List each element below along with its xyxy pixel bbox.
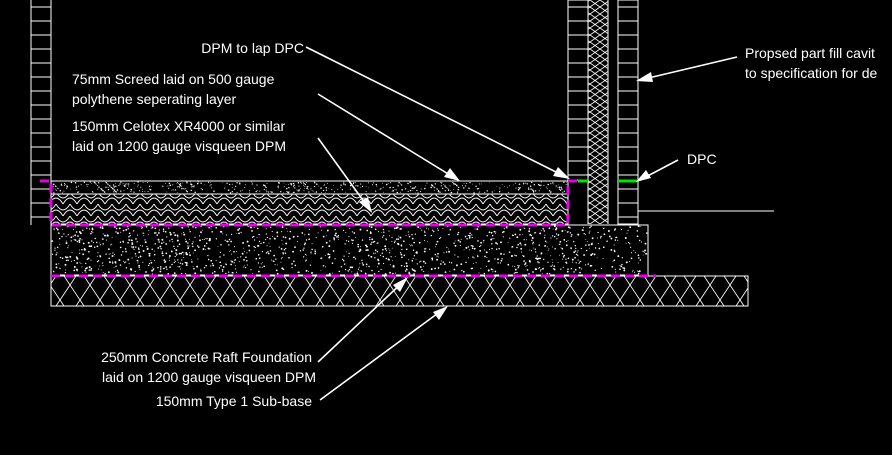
screed-layer	[50, 180, 569, 195]
label-screed-line1: 75mm Screed laid on 500 gauge	[72, 71, 275, 87]
leader-screed	[317, 93, 460, 181]
leader-cavity	[636, 56, 738, 82]
dpm-upper	[40, 179, 582, 227]
label-dpm-lap: DPM to lap DPC	[201, 40, 304, 56]
inner-leaf-blockwork	[567, 0, 589, 181]
label-celotex-line1: 150mm Celotex XR4000 or similar	[72, 118, 286, 134]
label-raft-line1: 250mm Concrete Raft Foundation	[101, 349, 312, 365]
label-screed-line2: polythene seperating layer	[72, 91, 237, 107]
leader-celotex	[317, 137, 372, 213]
left-brickwork	[31, 6, 51, 218]
label-dpc: DPC	[687, 151, 717, 167]
cavity-insulation	[587, 0, 609, 224]
leader-raft	[317, 277, 408, 363]
label-celotex-line2: laid on 1200 gauge visqueen DPM	[72, 138, 286, 154]
outer-leaf-brickwork	[617, 0, 639, 225]
leader-dpc	[636, 159, 679, 182]
label-subbase: 150mm Type 1 Sub-base	[156, 393, 312, 409]
leader-dpm-lap	[305, 46, 570, 179]
label-cavity-line1: Propsed part fill cavit	[745, 45, 875, 61]
leader-subbase	[319, 306, 448, 401]
label-cavity-line2: to specification for de	[745, 65, 878, 81]
label-raft-line2: laid on 1200 gauge visqueen DPM	[102, 369, 316, 385]
concrete-raft	[50, 224, 649, 276]
celotex-insulation-layer	[50, 193, 569, 225]
